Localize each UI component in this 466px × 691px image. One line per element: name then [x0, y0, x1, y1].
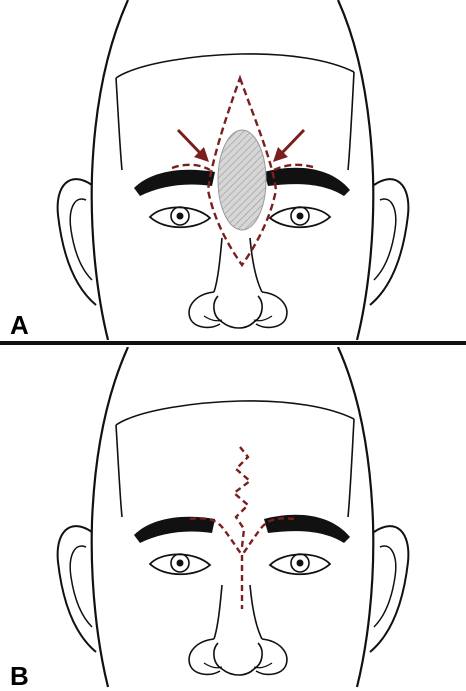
- left-arrow-icon: [178, 130, 209, 162]
- panel-label-a: A: [10, 312, 29, 338]
- face-illustration-a: [0, 0, 466, 340]
- panel-a: A: [0, 0, 466, 340]
- defect-area: [218, 130, 266, 230]
- left-brow-incision: [172, 165, 210, 170]
- panel-b: B: [0, 347, 466, 690]
- zigzag-incision: [234, 447, 250, 547]
- panel-divider: [0, 341, 466, 345]
- face-illustration-b: [0, 347, 466, 690]
- panel-label-b: B: [10, 663, 29, 689]
- right-arrow-icon: [273, 130, 304, 162]
